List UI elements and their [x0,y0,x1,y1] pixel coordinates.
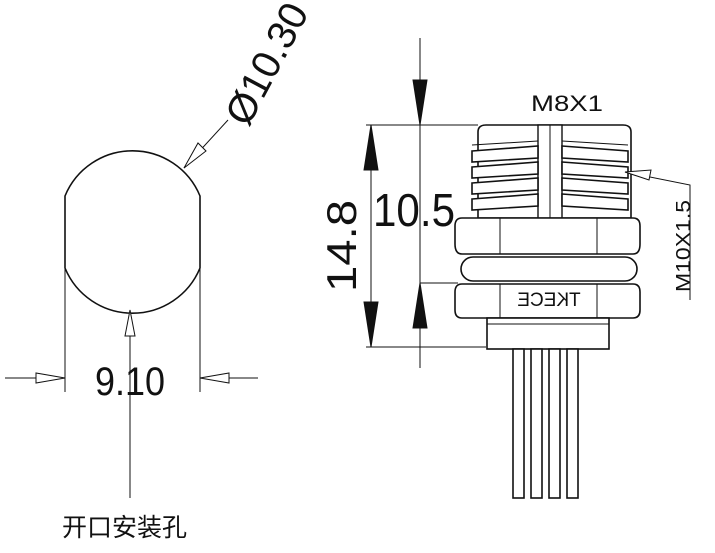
caption-arrow [124,309,136,337]
thread-teeth-left [471,140,539,211]
hole-outline [64,150,201,314]
height-total-arrow-top [363,124,379,171]
connector-base [486,317,610,350]
height-partial-arrow-bottom [412,282,428,329]
upper-hex-nut [454,217,641,255]
thread-teeth-right [561,140,629,211]
diameter-arrow [183,142,207,169]
connector-pins [512,348,579,499]
connector-side-view: 14.8 10.5 M8X1 [318,38,695,499]
o-ring [460,256,638,282]
brand-marking: TKECE [517,290,580,311]
height-partial-label: 10.5 [373,184,455,236]
height-partial-arrow-top [412,79,428,126]
thread-side-label: M10X1.5 [673,200,695,292]
width-arrow-left [35,372,66,384]
svg-text:TKECE: TKECE [517,290,580,311]
mounting-hole-view: 9.10 Ø10.30 开口安装孔 [5,0,318,542]
height-total-label: 14.8 [318,200,365,292]
lower-hex-nut [454,283,641,319]
thread-side-arrow [624,169,652,181]
hole-caption: 开口安装孔 [62,513,187,542]
height-total-arrow-bottom [363,301,379,348]
width-arrow-right [199,372,230,384]
diameter-label: Ø10.30 [217,0,317,132]
thread-top-label: M8X1 [531,91,603,116]
